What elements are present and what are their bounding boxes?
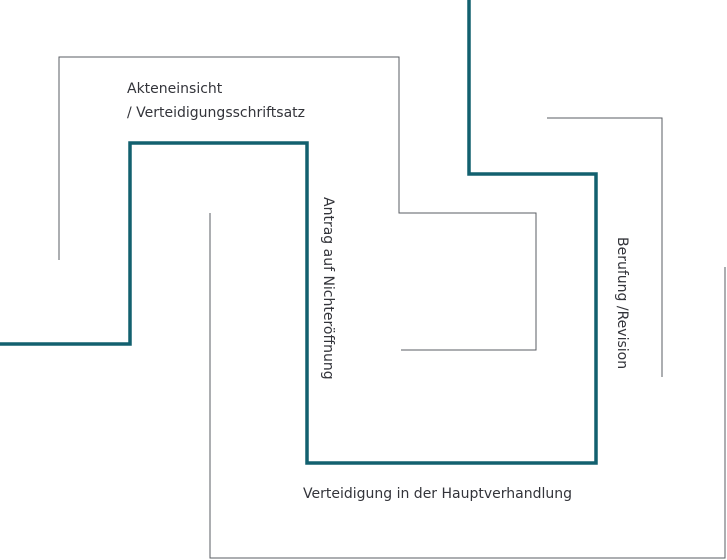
thin-path-berufung [547,117,663,377]
label-nichteroeffnung: Antrag auf Nichteröffnung [320,197,336,380]
label-akteneinsicht: Akteneinsicht [127,81,223,97]
accent-path [0,0,598,465]
thin-path-hauptverhandlung [209,213,726,559]
label-berufung-revision: Berufung /Revision [614,237,630,370]
label-hauptverhandlung: Verteidigung in der Hauptverhandlung [303,486,573,502]
label-verteidigungsschriftsatz: / Verteidigungsschriftsatz [127,105,306,121]
thin-path-akteneinsicht [58,56,537,351]
